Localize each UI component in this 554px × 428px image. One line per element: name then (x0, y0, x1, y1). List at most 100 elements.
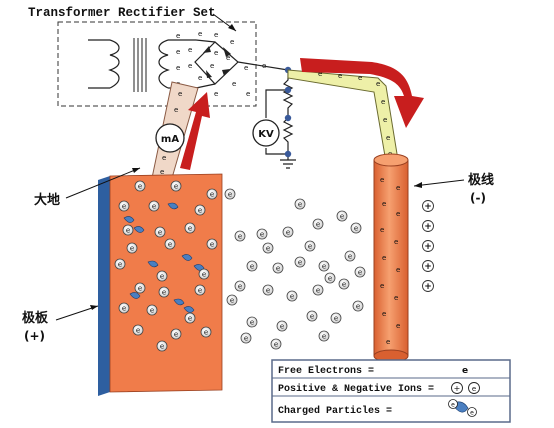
svg-text:e: e (214, 90, 218, 98)
transformer-rectifier-box (57, 21, 257, 107)
electron-symbol: e (228, 191, 232, 199)
electron-symbol: e (126, 227, 130, 235)
positive-ions: +++++ (422, 200, 434, 292)
electron (318, 260, 330, 272)
plate-pointer-head (90, 305, 98, 310)
electron (184, 312, 196, 324)
electron-symbol: e (340, 213, 344, 221)
electron-symbol: e (160, 273, 164, 281)
electron (118, 302, 130, 314)
electron-symbol: e (158, 229, 162, 237)
svg-text:e: e (386, 338, 390, 346)
electron-symbol: e (210, 241, 214, 249)
wire-pointer-head (414, 182, 422, 188)
electron-symbol: e (358, 269, 362, 277)
electron-symbol: e (266, 287, 270, 295)
svg-text:e: e (188, 62, 192, 70)
electron (246, 260, 258, 272)
electron-symbol: e (160, 343, 164, 351)
electron (122, 224, 134, 236)
electron (338, 278, 350, 290)
positive-ion (422, 220, 434, 232)
electron (324, 272, 336, 284)
title-pointer-head (228, 24, 236, 31)
svg-text:e: e (396, 210, 400, 218)
svg-text:e: e (178, 90, 182, 98)
wire-polarity: (-) (470, 191, 486, 205)
wire-pointer (413, 179, 465, 187)
electron-symbol: e (250, 319, 254, 327)
electron (234, 230, 246, 242)
electron (156, 340, 168, 352)
legend-negative-ion-sign: e (472, 385, 476, 393)
svg-text:e: e (214, 31, 218, 39)
plate-edge (98, 176, 110, 396)
electron (126, 242, 138, 254)
electron (286, 290, 298, 302)
electron-symbol: e (322, 263, 326, 271)
electron-symbol: e (174, 331, 178, 339)
svg-text:e: e (232, 80, 236, 88)
electron (146, 304, 158, 316)
electron (240, 332, 252, 344)
svg-text:e: e (358, 74, 362, 82)
electron (118, 200, 130, 212)
svg-text:e: e (386, 134, 390, 142)
svg-text:e: e (380, 176, 384, 184)
electron (318, 330, 330, 342)
electron (350, 222, 362, 234)
electron-symbol: e (276, 265, 280, 273)
plate-label: 极板 (22, 310, 49, 326)
electron-symbol: e (138, 285, 142, 293)
plate-polarity: (+) (24, 329, 45, 343)
positive-ion-sign: + (424, 202, 432, 212)
node-bottom (284, 150, 292, 158)
svg-text:e: e (188, 46, 192, 54)
electron-symbol: e (316, 221, 320, 229)
voltage-divider (265, 70, 296, 169)
electron-symbol: e (356, 303, 360, 311)
electron (262, 284, 274, 296)
svg-text:e: e (383, 116, 387, 124)
svg-text:e: e (198, 74, 202, 82)
milliammeter-label: mA (161, 134, 179, 145)
bridge-rectifier (194, 39, 289, 89)
legend-positive-ion-sign: + (454, 384, 461, 393)
electron-symbol: e (316, 287, 320, 295)
electron (234, 280, 246, 292)
positive-ion (422, 260, 434, 272)
electron (132, 324, 144, 336)
electron-symbol: e (198, 207, 202, 215)
electron-symbol: e (122, 203, 126, 211)
transformer-core (133, 38, 147, 92)
svg-text:e: e (394, 238, 398, 246)
legend: Free Electrons = e Positive & Negative I… (271, 359, 511, 423)
legend-charged-particles: Charged Particles = (278, 405, 392, 417)
svg-text:e: e (376, 80, 380, 88)
electron (164, 238, 176, 250)
electron (134, 180, 146, 192)
electron (294, 198, 306, 210)
svg-text:e: e (380, 282, 384, 290)
legend-ions: Positive & Negative Ions = (278, 383, 434, 395)
electron-symbol: e (328, 275, 332, 283)
electron (198, 268, 210, 280)
plate-charged-particles (123, 202, 205, 313)
svg-text:e: e (162, 154, 166, 162)
electron (194, 284, 206, 296)
svg-text:e: e (382, 310, 386, 318)
electron-symbol: e (150, 307, 154, 315)
wire-electrons: ee ee ee ee ee ee e (380, 176, 400, 346)
electron-symbol: e (298, 201, 302, 209)
svg-text:e: e (176, 64, 180, 72)
svg-text:e: e (382, 254, 386, 262)
electron (170, 180, 182, 192)
electron (354, 266, 366, 278)
electron-symbol: e (122, 305, 126, 313)
electron (156, 270, 168, 282)
electron-symbol: e (244, 335, 248, 343)
electron (312, 218, 324, 230)
positive-ion (422, 240, 434, 252)
electron (276, 320, 288, 332)
svg-text:e: e (396, 184, 400, 192)
